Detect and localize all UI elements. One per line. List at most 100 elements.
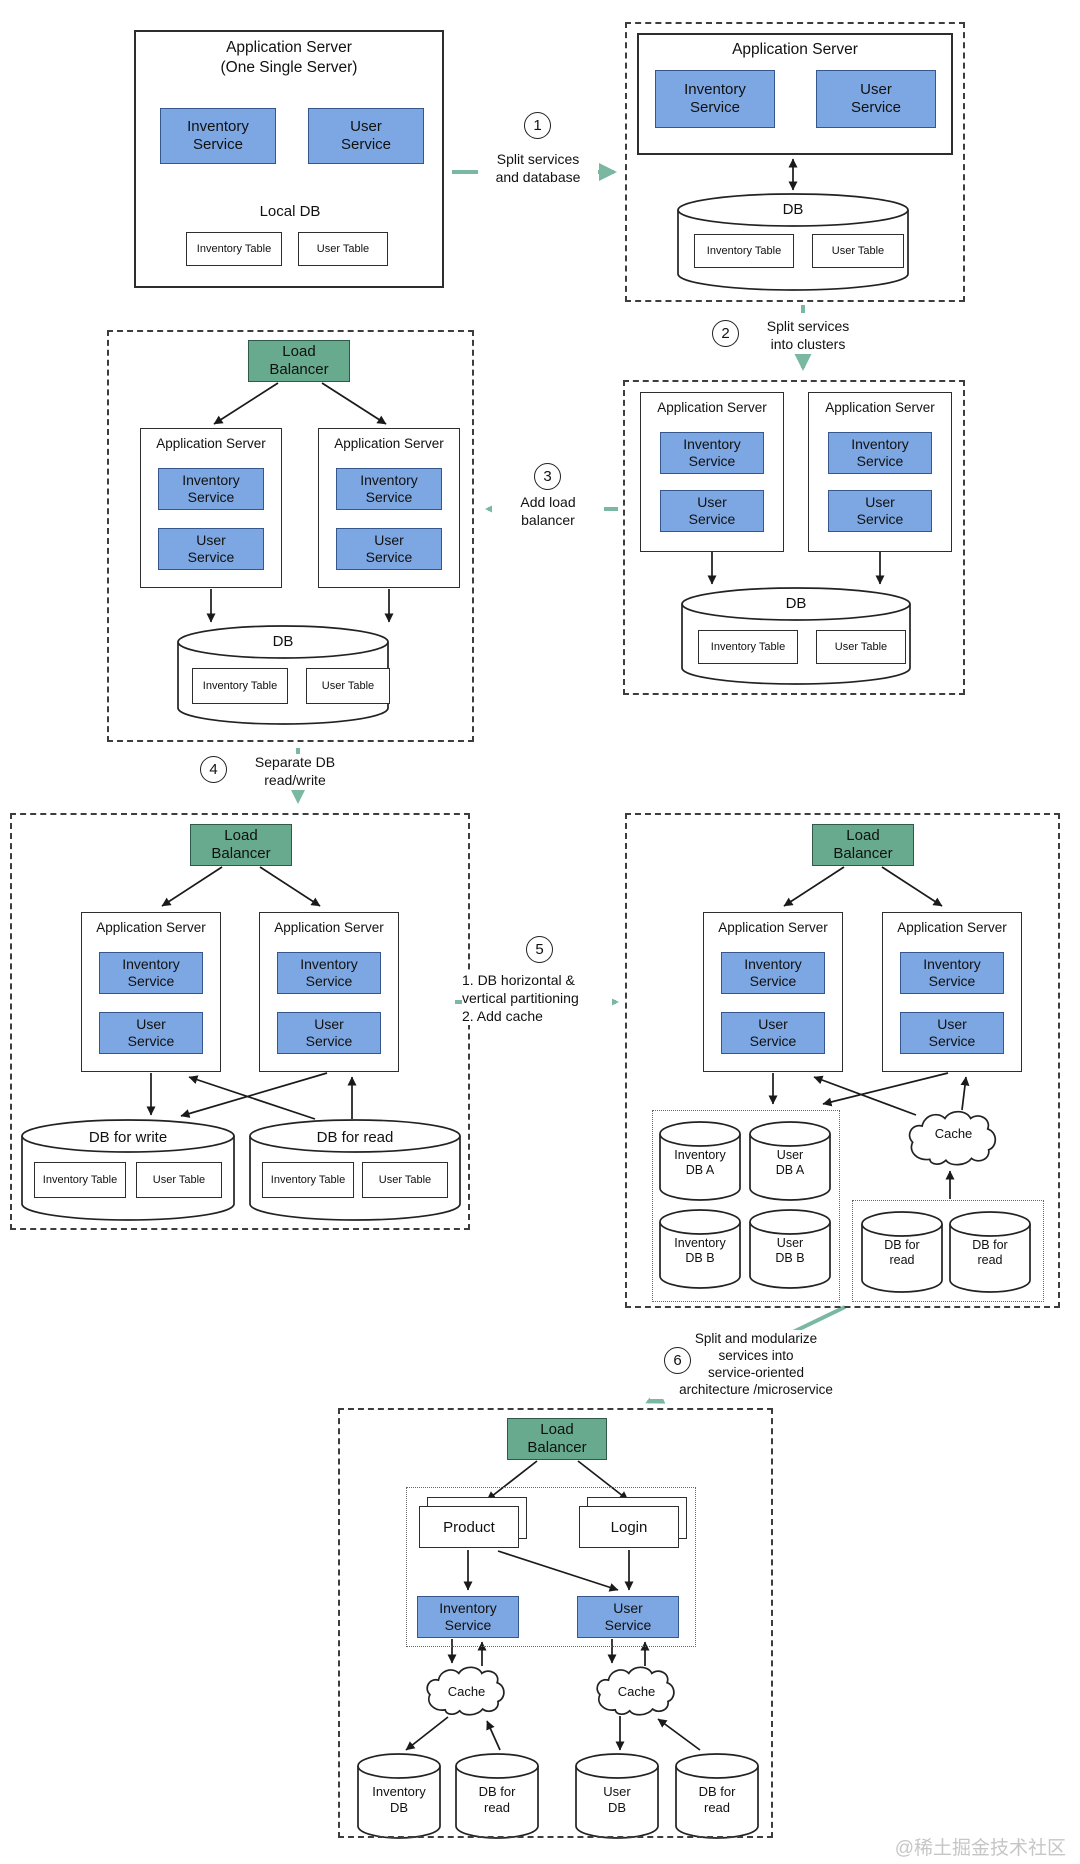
services-group [406, 1487, 696, 1647]
cache-label: Cache [934, 1126, 973, 1141]
db-for-read-cylinder-1-stage6 [861, 1211, 943, 1293]
db-for-read-cylinder-2-stage6 [949, 1211, 1031, 1293]
db-label: DB [272, 633, 294, 650]
app-server-title: Application Server [657, 400, 767, 415]
app-server-title: Application Server [156, 436, 266, 451]
inventory-service-box: Inventory Service [158, 468, 264, 510]
step-5-badge: 5 [526, 936, 553, 963]
app-server-title: Application Server [825, 400, 935, 415]
user-table-box: User Table [816, 630, 906, 664]
step-1-badge: 1 [524, 112, 551, 139]
step-3-badge: 3 [534, 463, 561, 490]
inventory-service-box: Inventory Service [828, 432, 932, 474]
stage-2-container [625, 22, 965, 302]
stage-3-container [623, 380, 965, 695]
step-2-label: Split services into clusters [752, 318, 864, 354]
step-6-badge: 6 [664, 1347, 691, 1374]
inventory-service-box: Inventory Service [660, 432, 764, 474]
product-box: Product [419, 1506, 519, 1548]
inventory-db-cylinder [357, 1753, 441, 1839]
login-box: Login [579, 1506, 679, 1548]
user-service-box: User Service [816, 70, 936, 128]
user-service-box: User Service [336, 528, 442, 570]
stage-4-container [107, 330, 474, 742]
db-for-write-label: DB for write [88, 1129, 168, 1146]
step-3-label: Add load balancer [492, 494, 604, 530]
user-service-box: User Service [277, 1012, 381, 1054]
user-service-box: User Service [660, 490, 764, 532]
local-db-label: Local DB [259, 203, 321, 220]
user-db-label: User DB [603, 1784, 631, 1815]
inventory-service-box: Inventory Service [277, 952, 381, 994]
stage-7-container [338, 1408, 773, 1838]
inventory-table-box: Inventory Table [192, 668, 288, 704]
cache-cloud-icon [597, 1667, 674, 1714]
step-2-badge: 2 [712, 320, 739, 347]
db-for-read-cylinder-left-stage7 [455, 1753, 539, 1839]
cache-label: Cache [617, 1684, 656, 1699]
app-server-title: Application Server [334, 436, 444, 451]
inventory-db-label: Inventory DB [372, 1784, 426, 1815]
app-server-title: Application Server [274, 920, 384, 935]
db-for-read-label: DB for read [478, 1784, 516, 1815]
inventory-service-box: Inventory Service [655, 70, 775, 128]
inventory-db-b-cylinder [659, 1209, 741, 1289]
user-service-box: User Service [577, 1596, 679, 1638]
user-service-box: User Service [308, 108, 424, 164]
user-db-a-cylinder [749, 1121, 831, 1201]
app-server-title: Application Server [897, 920, 1007, 935]
step-1-label: Split services and database [478, 151, 598, 187]
stage-1-title: Application Server (One Single Server) [220, 39, 358, 77]
read-db-group [852, 1200, 1044, 1302]
inventory-service-box: Inventory Service [721, 952, 825, 994]
inventory-service-box: Inventory Service [417, 1596, 519, 1638]
inventory-service-box: Inventory Service [160, 108, 276, 164]
inventory-service-box: Inventory Service [336, 468, 442, 510]
inventory-table-box: Inventory Table [262, 1162, 354, 1198]
user-db-cylinder [575, 1753, 659, 1839]
user-service-box: User Service [158, 528, 264, 570]
app-server-title: Application Server [732, 41, 858, 58]
user-service-box: User Service [721, 1012, 825, 1054]
user-service-box: User Service [900, 1012, 1004, 1054]
cache-label: Cache [447, 1684, 486, 1699]
user-table-box: User Table [306, 668, 390, 704]
cache-cloud-icon [910, 1112, 996, 1165]
watermark: @稀土掘金技术社区 [894, 1838, 1066, 1859]
load-balancer-box: Load Balancer [248, 340, 350, 382]
inventory-table-box: Inventory Table [34, 1162, 126, 1198]
db-label: DB [782, 201, 804, 218]
app-server-title: Application Server [718, 920, 828, 935]
db-for-read-label: DB for read [884, 1238, 920, 1267]
inventory-db-a-label: Inventory DB A [674, 1148, 726, 1177]
user-table-box: User Table [298, 232, 388, 266]
app-server-title: Application Server [96, 920, 206, 935]
db-for-read-label: DB for read [972, 1238, 1008, 1267]
user-db-b-cylinder [749, 1209, 831, 1289]
stage-6-container [625, 813, 1060, 1308]
user-table-box: User Table [812, 234, 904, 268]
partitioned-db-group [652, 1110, 840, 1302]
user-service-box: User Service [828, 490, 932, 532]
arrows [146, 158, 970, 1751]
user-db-b-label: User DB B [775, 1236, 805, 1265]
step-4-label: Separate DB read/write [240, 754, 350, 790]
user-service-box: User Service [99, 1012, 203, 1054]
inventory-table-box: Inventory Table [698, 630, 798, 664]
inventory-service-box: Inventory Service [900, 952, 1004, 994]
user-table-box: User Table [362, 1162, 448, 1198]
load-balancer-box: Load Balancer [507, 1418, 607, 1460]
cache-cloud-icon [427, 1667, 504, 1714]
inventory-db-a-cylinder [659, 1121, 741, 1201]
db-for-read-label: DB for read [698, 1784, 736, 1815]
load-balancer-box: Load Balancer [190, 824, 292, 866]
user-db-a-label: User DB A [775, 1148, 805, 1177]
step-4-badge: 4 [200, 756, 227, 783]
db-for-write-cylinder [21, 1119, 235, 1221]
step-5-label: 1. DB horizontal & vertical partitioning… [462, 972, 612, 1026]
db-label: DB [785, 595, 807, 612]
inventory-service-box: Inventory Service [99, 952, 203, 994]
inventory-table-box: Inventory Table [186, 232, 282, 266]
inventory-db-b-label: Inventory DB B [674, 1236, 726, 1265]
